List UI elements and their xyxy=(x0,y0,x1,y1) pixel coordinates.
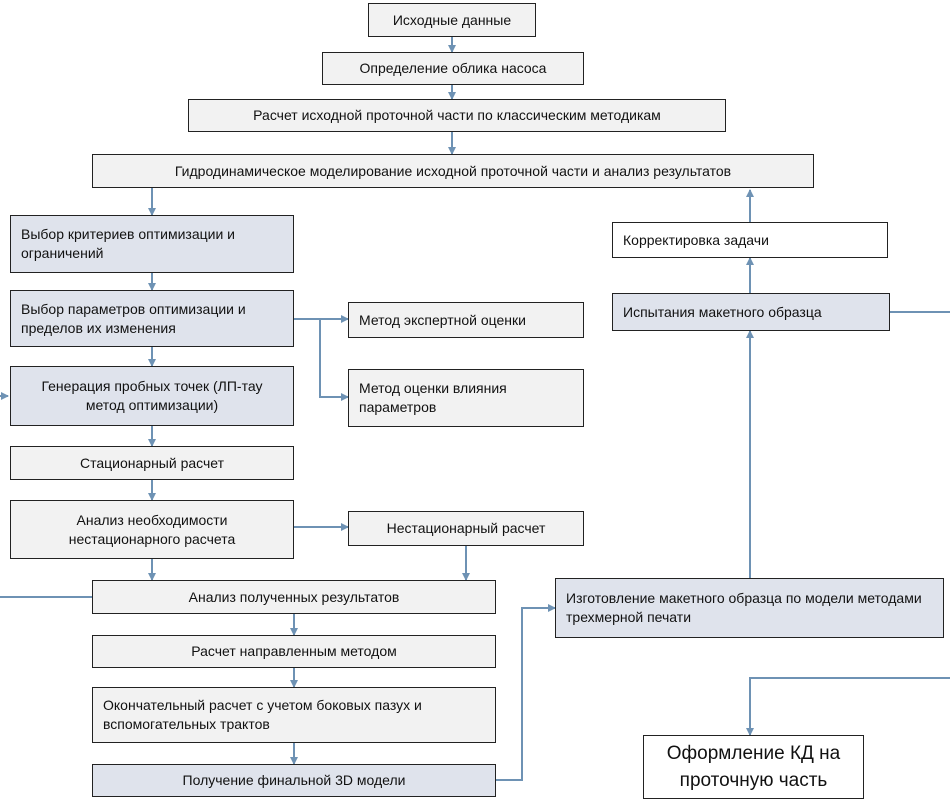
node-directed-calc: Расчет направленным методом xyxy=(92,635,496,668)
node-results-analysis: Анализ полученных результатов xyxy=(92,580,496,614)
node-final-model: Получение финальной 3D модели xyxy=(92,764,496,797)
node-nonstationary-calc: Нестационарный расчет xyxy=(348,511,584,546)
node-nonstationary-need: Анализ необходимости нестационарного рас… xyxy=(10,500,294,559)
node-initial-flow-calc: Расчет исходной проточной части по класс… xyxy=(188,99,726,132)
node-params-select: Выбор параметров оптимизации и пределов … xyxy=(10,290,294,347)
node-stationary-calc: Стационарный расчет xyxy=(10,446,294,480)
node-task-correction: Корректировка задачи xyxy=(612,222,888,258)
node-pump-concept: Определение облика насоса xyxy=(322,52,584,85)
node-hydro-modeling: Гидродинамическое моделирование исходной… xyxy=(92,154,814,188)
node-prototype-tests: Испытания макетного образца xyxy=(612,293,890,331)
arrow-model-to-prototype xyxy=(496,604,556,781)
node-influence-method: Метод оценки влияния параметров xyxy=(348,369,584,427)
node-final-calc: Окончательный расчет с учетом боковых па… xyxy=(92,687,496,743)
node-expert-method: Метод экспертной оценки xyxy=(348,302,584,338)
node-trial-points: Генерация пробных точек (ЛП-тау метод оп… xyxy=(10,366,294,426)
node-prototype-making: Изготовление макетного образца по модели… xyxy=(555,578,944,638)
arrow-params-to-influence xyxy=(319,319,349,401)
arrow-to-design-docs xyxy=(746,677,950,736)
node-criteria-select: Выбор критериев оптимизации и ограничени… xyxy=(10,215,294,273)
node-design-docs: Оформление КД на проточную часть xyxy=(643,735,864,799)
node-source-data: Исходные данные xyxy=(368,3,536,37)
